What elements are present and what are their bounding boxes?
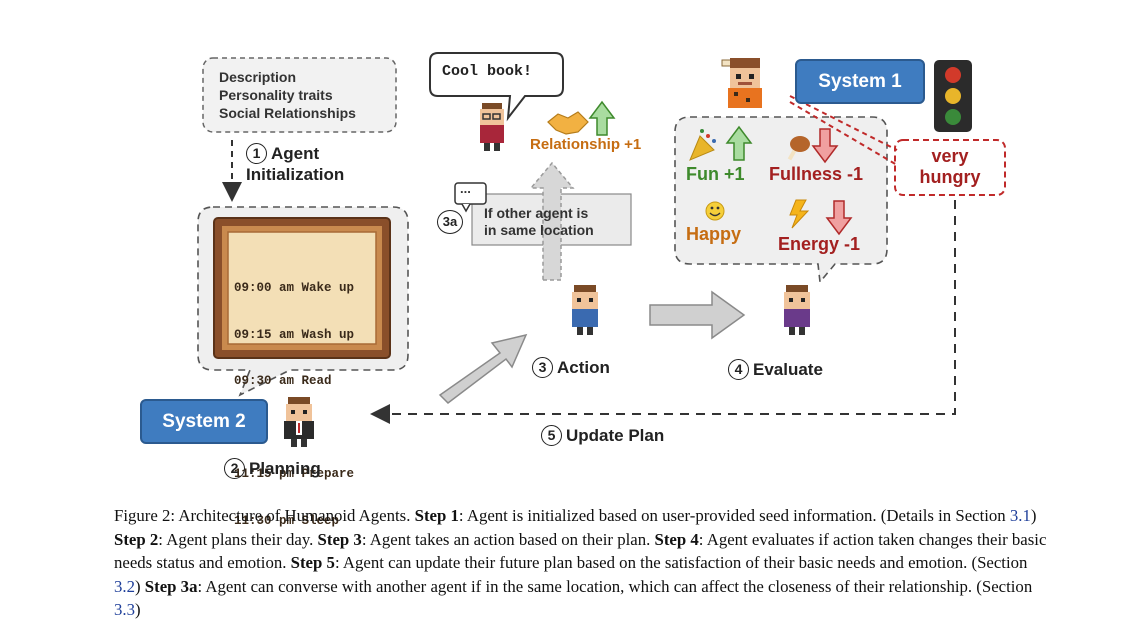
caption-step2-label: Step 2	[114, 529, 159, 549]
seed-info-text: Description Personality traits Social Re…	[219, 68, 356, 122]
ellipsis-text: ...	[460, 181, 471, 196]
fullness-down-arrow-icon	[811, 128, 839, 164]
caption-step1-text: : Agent is initialized based on user-pro…	[458, 506, 1010, 525]
step-evaluate-text: Evaluate	[753, 360, 823, 379]
conversation-agent-icon	[480, 103, 504, 151]
fun-up-arrow-icon	[725, 125, 753, 161]
seed-personality: Personality traits	[219, 87, 333, 103]
evaluate-bubble	[674, 116, 888, 284]
caption-step3a-close: )	[134, 600, 141, 619]
step-update-number: 5	[541, 425, 562, 446]
step-evaluate-number: 4	[728, 359, 749, 380]
caption-step5-close: )	[134, 576, 145, 596]
very-hungry-text: very hungry	[895, 146, 1005, 188]
step-action-text: Action	[557, 358, 610, 377]
cool-book-text: Cool book!	[442, 63, 533, 80]
step-planning-text: Planning	[249, 459, 321, 478]
handshake-icon	[547, 111, 589, 135]
caption-step1-label: Step 1	[414, 506, 459, 525]
schedule-item: 09:30 am Read	[234, 374, 332, 388]
fullness-metric: Fullness -1	[769, 164, 864, 184]
plan-to-action-arrow	[438, 333, 528, 404]
system2-badge: System 2	[140, 399, 268, 444]
step-init-line2: Initialization	[246, 165, 345, 184]
seed-description: Description	[219, 69, 297, 85]
seed-relationships: Social Relationships	[219, 105, 356, 121]
relationship-up-arrow-icon	[588, 100, 616, 136]
caption-intro: Figure 2: Architecture of Humanoid Agent…	[114, 506, 415, 525]
step-3a-badge: 3a	[437, 210, 467, 234]
caption-step3-label: Step 3	[317, 529, 362, 549]
fun-metric: Fun +1	[686, 164, 745, 184]
relationship-metric: Relationship +1	[530, 136, 642, 153]
evaluate-agent-icon	[784, 285, 810, 335]
seed-info-box	[202, 57, 397, 133]
caption-ref-3-3[interactable]: 3.3	[114, 600, 135, 619]
conversation-line1: If other agent is	[484, 205, 589, 221]
hungry-text: hungry	[919, 167, 981, 187]
schedule-item: 09:00 am Wake up	[234, 281, 355, 295]
action-agent-icon	[572, 285, 598, 335]
lightning-icon	[789, 199, 810, 229]
step-update-text: Update Plan	[566, 426, 665, 445]
happy-face-icon	[705, 201, 725, 221]
step-action-number: 3	[532, 357, 553, 378]
caption-step1-close: )	[1030, 506, 1037, 525]
caption-ref-3-2[interactable]: 3.2	[114, 576, 135, 596]
step-init-line1: Agent	[271, 144, 320, 163]
action-to-evaluate-arrow	[649, 290, 746, 340]
energy-down-arrow-icon	[825, 200, 853, 236]
schedule-item: 09:15 am Wash up	[234, 327, 355, 342]
conversation-text: If other agent is in same location	[484, 205, 594, 239]
update-plan-arrow	[370, 200, 956, 424]
cool-book-bubble	[429, 52, 564, 122]
energy-metric: Energy -1	[778, 234, 861, 254]
drumstick-icon	[787, 136, 810, 161]
schedule-board	[213, 217, 391, 359]
caption-step4-text: : Agent evaluates if action taken change…	[114, 529, 1047, 573]
caption-step3-text: : Agent takes an action based on their p…	[361, 529, 655, 549]
party-popper-icon	[689, 129, 716, 161]
architecture-diagram	[197, 52, 1006, 447]
step-init-number: 1	[246, 143, 267, 164]
conversation-arrow	[529, 161, 575, 281]
schedule-item: 11:30 pm Sleep	[234, 513, 340, 528]
caption-ref-3-1[interactable]: 3.1	[1009, 506, 1031, 525]
caption-step3a-label: Step 3a	[144, 576, 198, 596]
step-3a-number: 3a	[437, 210, 463, 234]
caption-step5-text: : Agent can update their future plan bas…	[334, 553, 1028, 572]
very-text: very	[931, 146, 969, 166]
figure-caption: Figure 2: Architecture of Humanoid Agent…	[114, 504, 1054, 622]
ellipsis-bubble	[454, 182, 487, 205]
very-hungry-bubble	[894, 139, 1006, 196]
caveman-agent-icon	[721, 58, 762, 108]
caption-step2-text: : Agent plans their day.	[158, 529, 318, 549]
caption-step5-label: Step 5	[290, 553, 335, 572]
caption-step3a-text: : Agent can converse with another agent …	[197, 576, 1033, 596]
happy-metric: Happy	[686, 224, 742, 244]
system1-badge: System 1	[795, 59, 925, 104]
step-planning-number: 2	[224, 458, 245, 479]
traffic-light-icon	[934, 60, 972, 132]
caption-step4-label: Step 4	[654, 529, 699, 549]
schedule-list: 09:00 am Wake up 09:15 am Wash up 09:30 …	[234, 250, 354, 545]
conversation-line2: in same location	[484, 222, 594, 238]
planning-agent-icon	[284, 397, 314, 447]
